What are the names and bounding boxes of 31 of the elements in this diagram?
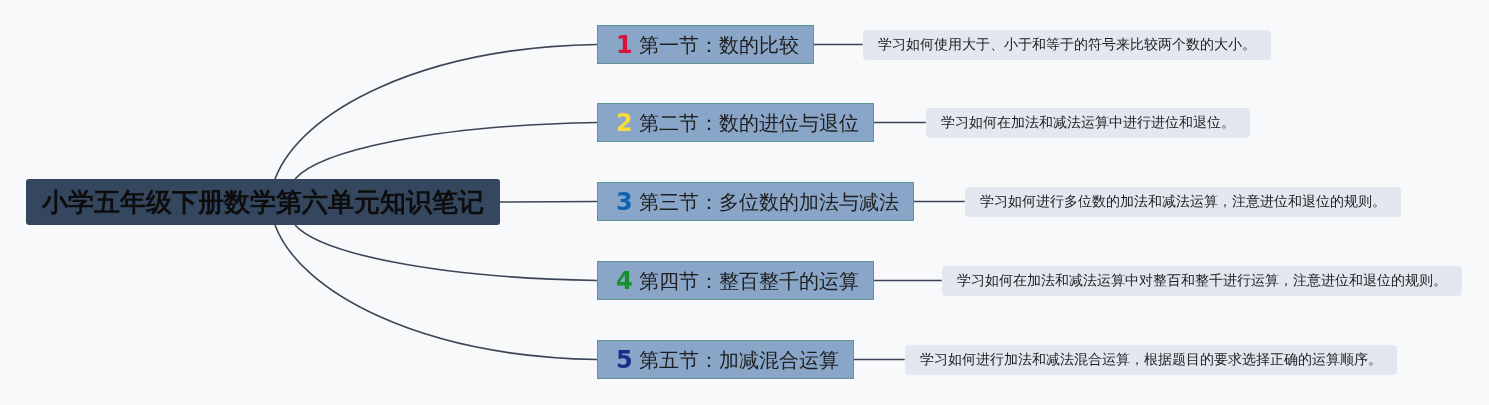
section-box: [597, 261, 874, 300]
connector-line: [872, 121, 927, 124]
description-box: 学习如何进行多位数的加法和减法运算，注意进位和退位的规则。: [964, 186, 1401, 217]
section-number: 1: [616, 32, 633, 57]
description-box: 学习如何进行加法和减法混合运算，根据题目的要求选择正确的运算顺序。: [904, 344, 1397, 375]
connector-line: [294, 121, 598, 180]
section-title: 第二节：数的进位与退位: [638, 110, 859, 135]
section-number: 5: [616, 347, 633, 372]
section-box: [597, 340, 854, 379]
description-box: 学习如何在加法和减法运算中进行进位和退位。: [925, 107, 1250, 138]
section-number: 3: [616, 189, 633, 214]
connector-line: [812, 43, 864, 46]
section-box: [597, 182, 914, 221]
section-title: 第四节：整百整千的运算: [638, 268, 859, 293]
section-title: 第三节：多位数的加法与减法: [638, 189, 899, 214]
connector-line: [912, 200, 966, 203]
connector-line: [294, 224, 598, 282]
connector-line: [852, 358, 906, 361]
section-box: [597, 103, 874, 142]
connector-line: [499, 200, 598, 203]
connector-line: [274, 224, 598, 361]
connector-line: [274, 43, 598, 180]
description-box: 学习如何使用大于、小于和等于的符号来比较两个数的大小。: [862, 29, 1271, 60]
section-title: 第一节：数的比较: [638, 32, 799, 57]
connector-line: [872, 279, 943, 282]
description-box: 学习如何在加法和减法运算中对整百和整千进行运算，注意进位和退位的规则。: [941, 265, 1462, 296]
section-box: [597, 25, 814, 64]
section-title: 第五节：加减混合运算: [638, 347, 839, 372]
title-box: 小学五年级下册数学第六单元知识笔记: [26, 179, 500, 225]
section-number: 4: [616, 268, 633, 293]
section-number: 2: [616, 110, 633, 135]
